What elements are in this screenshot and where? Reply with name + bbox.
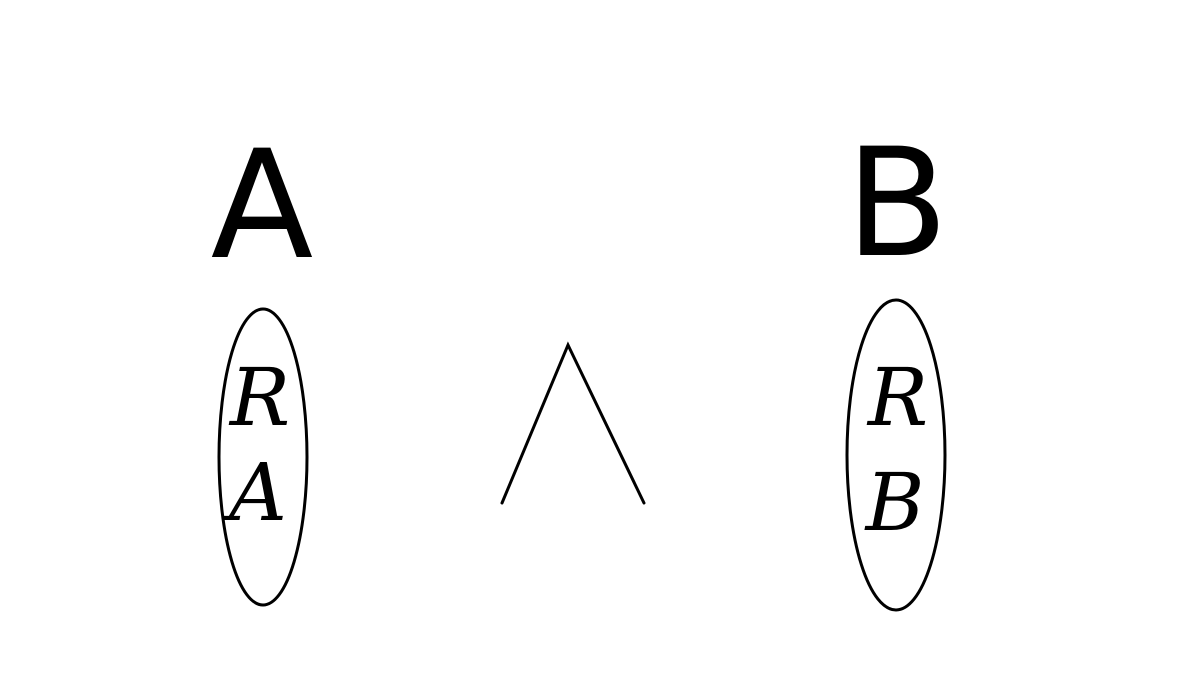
right-ellipse: [845, 298, 947, 612]
right-ellipse-bottom-label: B: [864, 456, 925, 549]
wedge-icon: [500, 341, 646, 505]
left-title: A: [211, 119, 314, 293]
right-group: B R B: [845, 117, 949, 612]
left-ellipse-top-label: R: [228, 351, 290, 444]
right-ellipse-top-label: R: [866, 351, 928, 444]
left-ellipse: [217, 307, 309, 607]
left-ellipse-bottom-label: A: [222, 446, 287, 539]
right-title: B: [846, 117, 949, 291]
left-group: A R A: [211, 119, 314, 607]
